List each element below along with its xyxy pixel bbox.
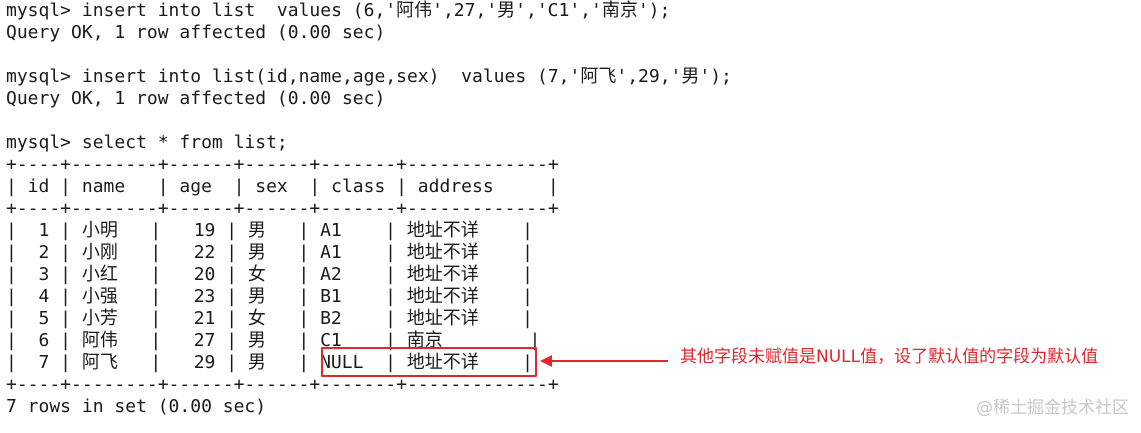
result-summary: 7 rows in set (0.00 sec) bbox=[6, 396, 267, 417]
arrow-left-icon bbox=[540, 355, 552, 367]
table-border: +----+--------+------+------+-------+---… bbox=[6, 154, 559, 175]
table-header-row: | id | name | age | sex | class | addres… bbox=[6, 176, 559, 197]
watermark: @稀土掘金技术社区 bbox=[976, 398, 1129, 418]
table-border: +----+--------+------+------+-------+---… bbox=[6, 198, 559, 219]
table-row: | 5 | 小芳 | 21 | 女 | B2 | 地址不详 | bbox=[6, 308, 533, 329]
table-row: | 2 | 小刚 | 22 | 男 | A1 | 地址不详 | bbox=[6, 242, 533, 263]
table-border: +----+--------+------+------+-------+---… bbox=[6, 374, 559, 395]
table-row: | 3 | 小红 | 20 | 女 | A2 | 地址不详 | bbox=[6, 264, 533, 285]
terminal-line: mysql> insert into list values (6,'阿伟',2… bbox=[6, 0, 671, 21]
terminal-line: Query OK, 1 row affected (0.00 sec) bbox=[6, 22, 386, 43]
arrow-line bbox=[548, 360, 668, 362]
table-row: | 7 | 阿飞 | 29 | 男 | NULL | 地址不详 | bbox=[6, 352, 533, 373]
terminal-line: Query OK, 1 row affected (0.00 sec) bbox=[6, 88, 386, 109]
terminal-line: mysql> insert into list(id,name,age,sex)… bbox=[6, 66, 732, 87]
table-row: | 4 | 小强 | 23 | 男 | B1 | 地址不详 | bbox=[6, 286, 533, 307]
table-row: | 6 | 阿伟 | 27 | 男 | C1 | 南京 | bbox=[6, 330, 541, 351]
annotation-text: 其他字段未赋值是NULL值，设了默认值的字段为默认值 bbox=[680, 347, 1099, 367]
terminal-line: mysql> select * from list; bbox=[6, 132, 288, 153]
highlight-box bbox=[321, 347, 537, 377]
table-row: | 1 | 小明 | 19 | 男 | A1 | 地址不详 | bbox=[6, 220, 533, 241]
terminal-output: mysql> insert into list values (6,'阿伟',2… bbox=[6, 0, 1141, 433]
